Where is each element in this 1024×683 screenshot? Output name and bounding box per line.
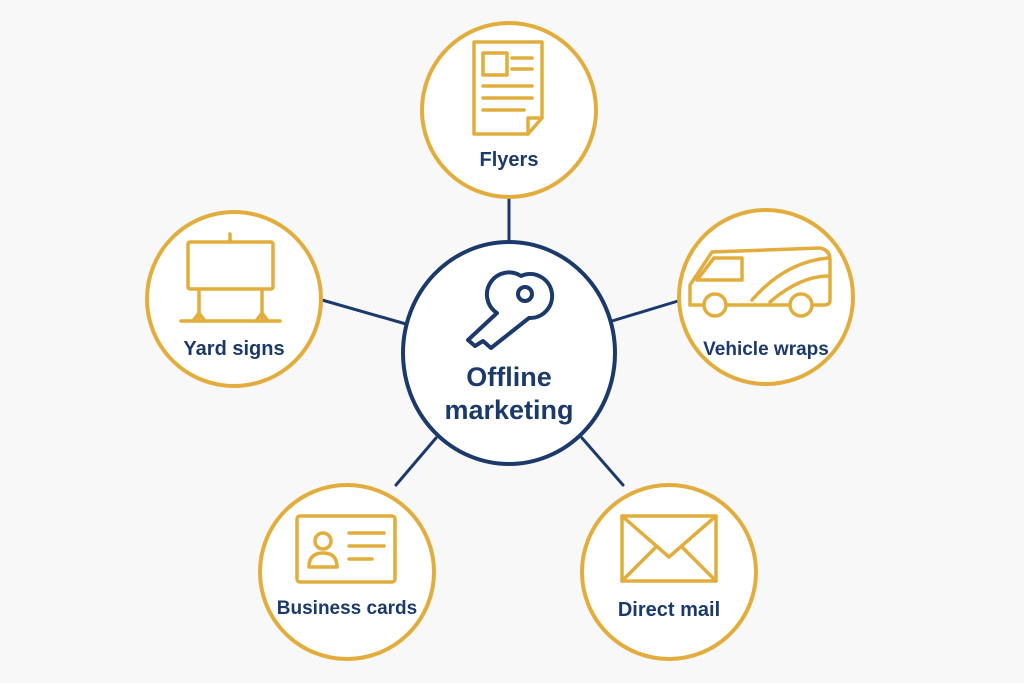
node-flyers: Flyers xyxy=(420,21,598,199)
node-label: Vehicle wraps xyxy=(703,339,829,360)
node-label: Yard signs xyxy=(183,338,284,360)
node-yard-signs: Yard signs xyxy=(145,210,323,388)
center-label-line1: Offline xyxy=(466,362,552,392)
node-label: Business cards xyxy=(277,598,417,619)
center-label-line2: marketing xyxy=(444,395,573,425)
center-hub: Offline marketing xyxy=(401,240,617,466)
node-vehicle-wraps: Vehicle wraps xyxy=(677,208,855,386)
node-label: Flyers xyxy=(480,149,539,171)
node-business-cards: Business cards xyxy=(258,483,436,661)
yard-sign-icon xyxy=(179,232,282,323)
flyer-icon xyxy=(472,40,544,136)
business-card-icon xyxy=(295,514,397,584)
connector-business-cards xyxy=(394,436,438,487)
van-icon xyxy=(688,246,832,318)
node-label: Direct mail xyxy=(618,599,720,621)
connectors xyxy=(320,196,680,487)
key-icon xyxy=(466,270,555,350)
center-circle xyxy=(401,240,617,466)
envelope-icon xyxy=(620,514,718,583)
node-circle xyxy=(258,483,436,661)
connector-direct-mail xyxy=(580,436,625,487)
node-circle xyxy=(580,483,758,661)
node-circle xyxy=(677,208,855,386)
connector-vehicle-wraps xyxy=(610,299,680,323)
node-direct-mail: Direct mail xyxy=(580,483,758,661)
connector-yard-signs xyxy=(320,298,408,326)
node-circle xyxy=(145,210,323,388)
